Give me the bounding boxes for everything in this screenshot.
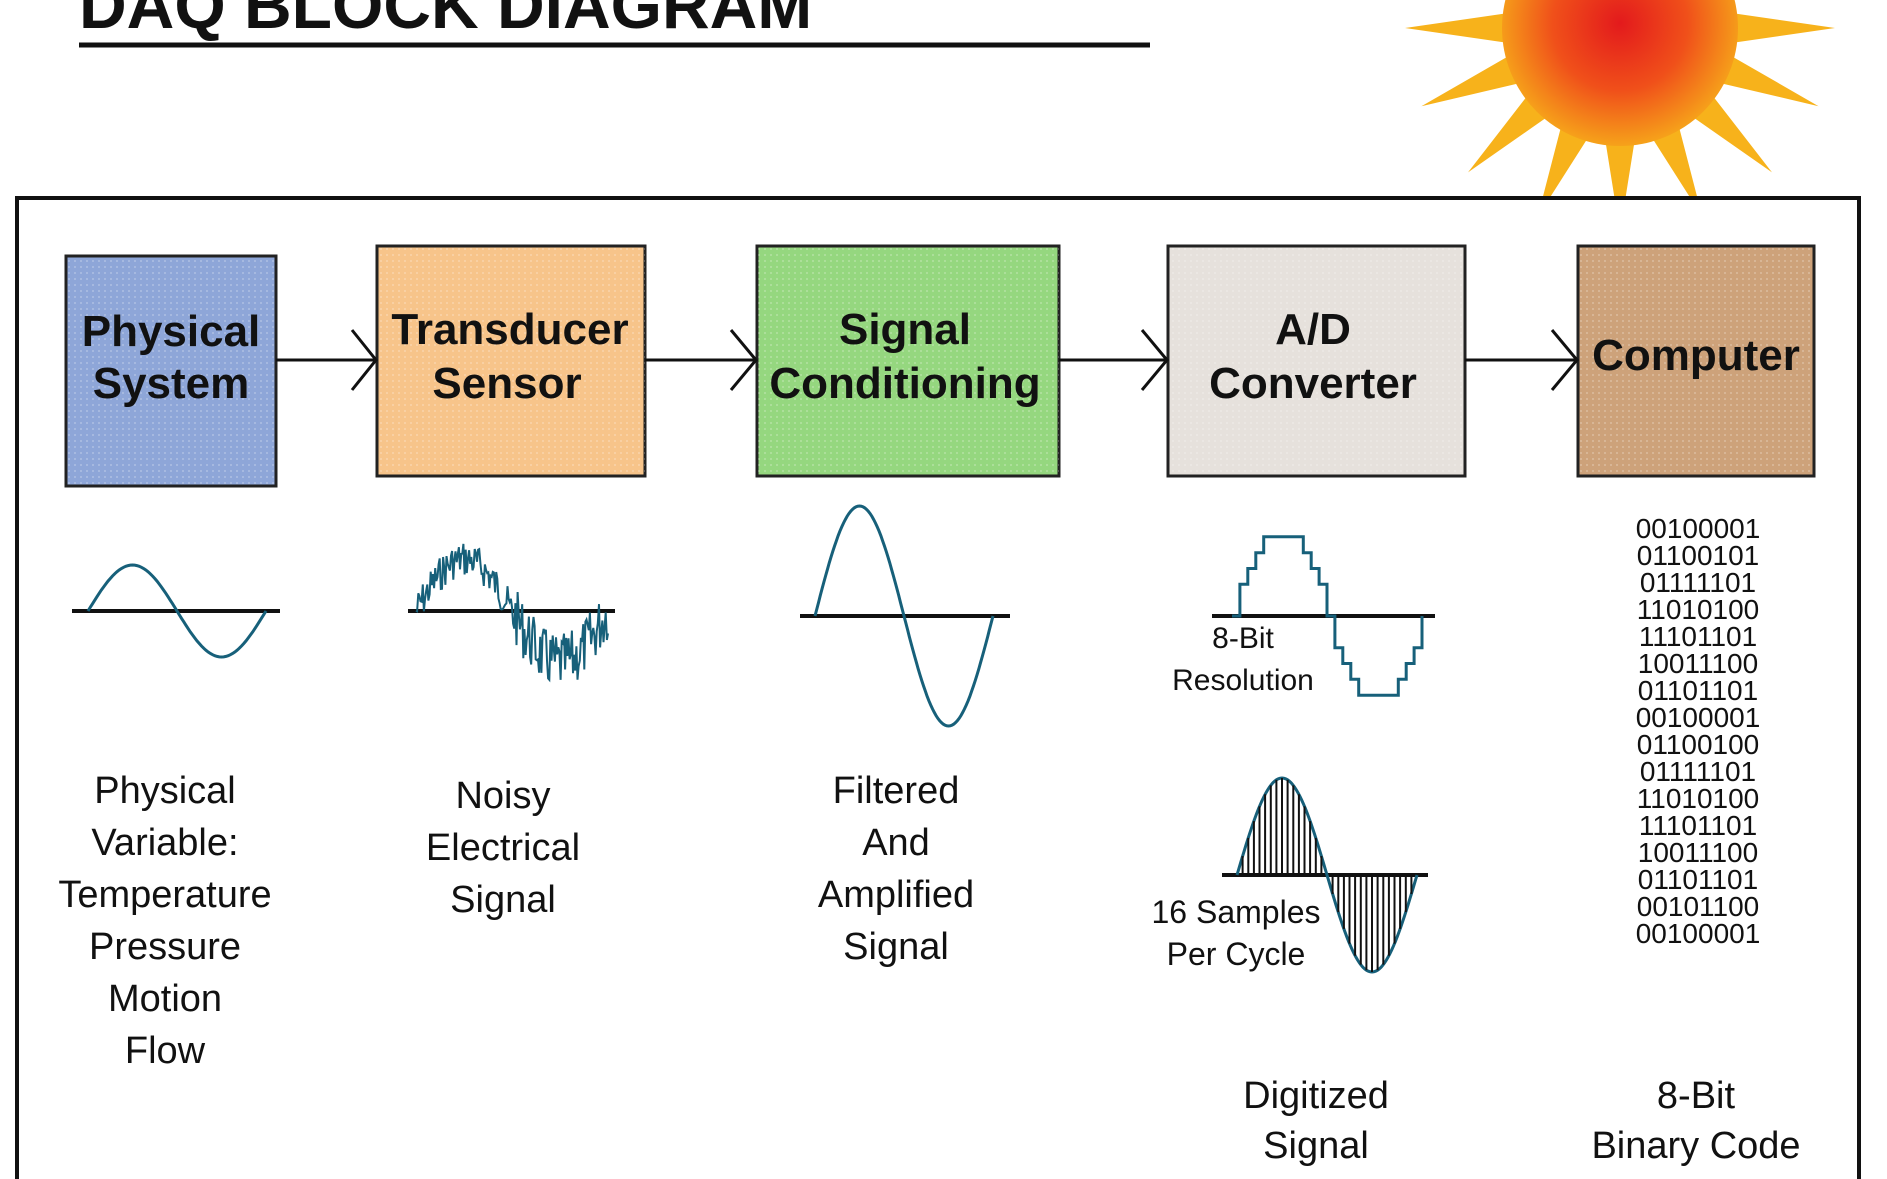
page-title: DAQ BLOCK DIAGRAM <box>79 0 812 42</box>
binary-code-line: 01101101 <box>1638 864 1758 895</box>
noisy-wave <box>415 543 609 683</box>
block-label-line: Physical <box>82 307 261 356</box>
binary-code-line: 01111101 <box>1640 756 1756 787</box>
block-label-line: System <box>93 359 250 408</box>
binary-code-line: 01100100 <box>1637 729 1760 760</box>
caption-line: Amplified <box>818 874 974 916</box>
sun-icon <box>1405 0 1835 233</box>
stepped-wave <box>1232 535 1424 697</box>
binary-code-line: 11010100 <box>1637 594 1760 625</box>
block-label-line: A/D <box>1275 305 1351 354</box>
waveforms <box>72 504 1435 974</box>
block-label-line: Transducer <box>391 305 628 354</box>
binary-code-column: 0010000101100101011111011101010011101101… <box>1636 513 1761 949</box>
caption-line: Flow <box>125 1030 206 1072</box>
block-signal-conditioning: Signal Conditioning <box>755 244 1061 478</box>
binary-code-line: 00100001 <box>1636 918 1761 949</box>
block-transducer-sensor: Transducer Sensor <box>375 244 647 478</box>
caption-line: And <box>862 822 930 864</box>
block-label-line: Conditioning <box>769 359 1040 408</box>
binary-code-line: 00101100 <box>1637 891 1760 922</box>
binary-code-line: 01111101 <box>1640 567 1756 598</box>
caption-line: Noisy <box>455 775 550 817</box>
binary-code-line: 00100001 <box>1636 513 1761 544</box>
binary-code-line: 11101101 <box>1639 810 1757 841</box>
block-ad-converter: A/D Converter <box>1166 244 1467 478</box>
caption-line: Temperature <box>58 874 271 916</box>
caption-line: Pressure <box>89 926 241 968</box>
block-label-line: Converter <box>1209 359 1417 408</box>
binary-code-line: 10011100 <box>1638 837 1758 868</box>
caption-line: Resolution <box>1172 664 1314 697</box>
binary-code-line: 00100001 <box>1636 702 1761 733</box>
arrowhead-2 <box>729 329 758 391</box>
sampled-sine-wave <box>1235 776 1419 974</box>
caption-line: Electrical <box>426 827 580 869</box>
flow-arrows <box>276 329 1579 391</box>
sine-wave-physical <box>86 563 268 659</box>
caption-line: Signal <box>843 926 949 968</box>
caption-line: Per Cycle <box>1167 936 1306 972</box>
binary-code-line: 01100101 <box>1637 540 1760 571</box>
binary-code-line: 01101101 <box>1638 675 1758 706</box>
caption-line: 8-Bit <box>1657 1075 1736 1117</box>
arrowhead-4 <box>1550 329 1579 391</box>
binary-code-line: 11010100 <box>1637 783 1760 814</box>
caption-line: 16 Samples <box>1152 894 1321 930</box>
caption-line: 8-Bit <box>1212 622 1274 655</box>
caption-line: Signal <box>1263 1125 1369 1167</box>
block-label-line: Sensor <box>432 359 581 408</box>
block-label-line: Computer <box>1592 331 1800 380</box>
block-computer: Computer <box>1576 244 1816 478</box>
caption-line: Binary Code <box>1591 1125 1800 1167</box>
caption-line: Physical <box>94 770 236 812</box>
block-label-line: Signal <box>839 305 971 354</box>
sun-disc <box>1502 0 1738 146</box>
caption-line: Motion <box>108 978 222 1020</box>
caption-line: Signal <box>450 879 556 921</box>
caption-line: Digitized <box>1243 1075 1389 1117</box>
arrowhead-1 <box>350 329 378 391</box>
caption-line: Variable: <box>91 822 238 864</box>
arrowhead-3 <box>1140 329 1169 391</box>
block-physical-system: Physical System <box>64 254 278 488</box>
caption-line: Filtered <box>833 770 960 812</box>
sine-wave-filtered <box>813 504 995 728</box>
binary-code-line: 11101101 <box>1639 621 1757 652</box>
binary-code-line: 10011100 <box>1638 648 1758 679</box>
